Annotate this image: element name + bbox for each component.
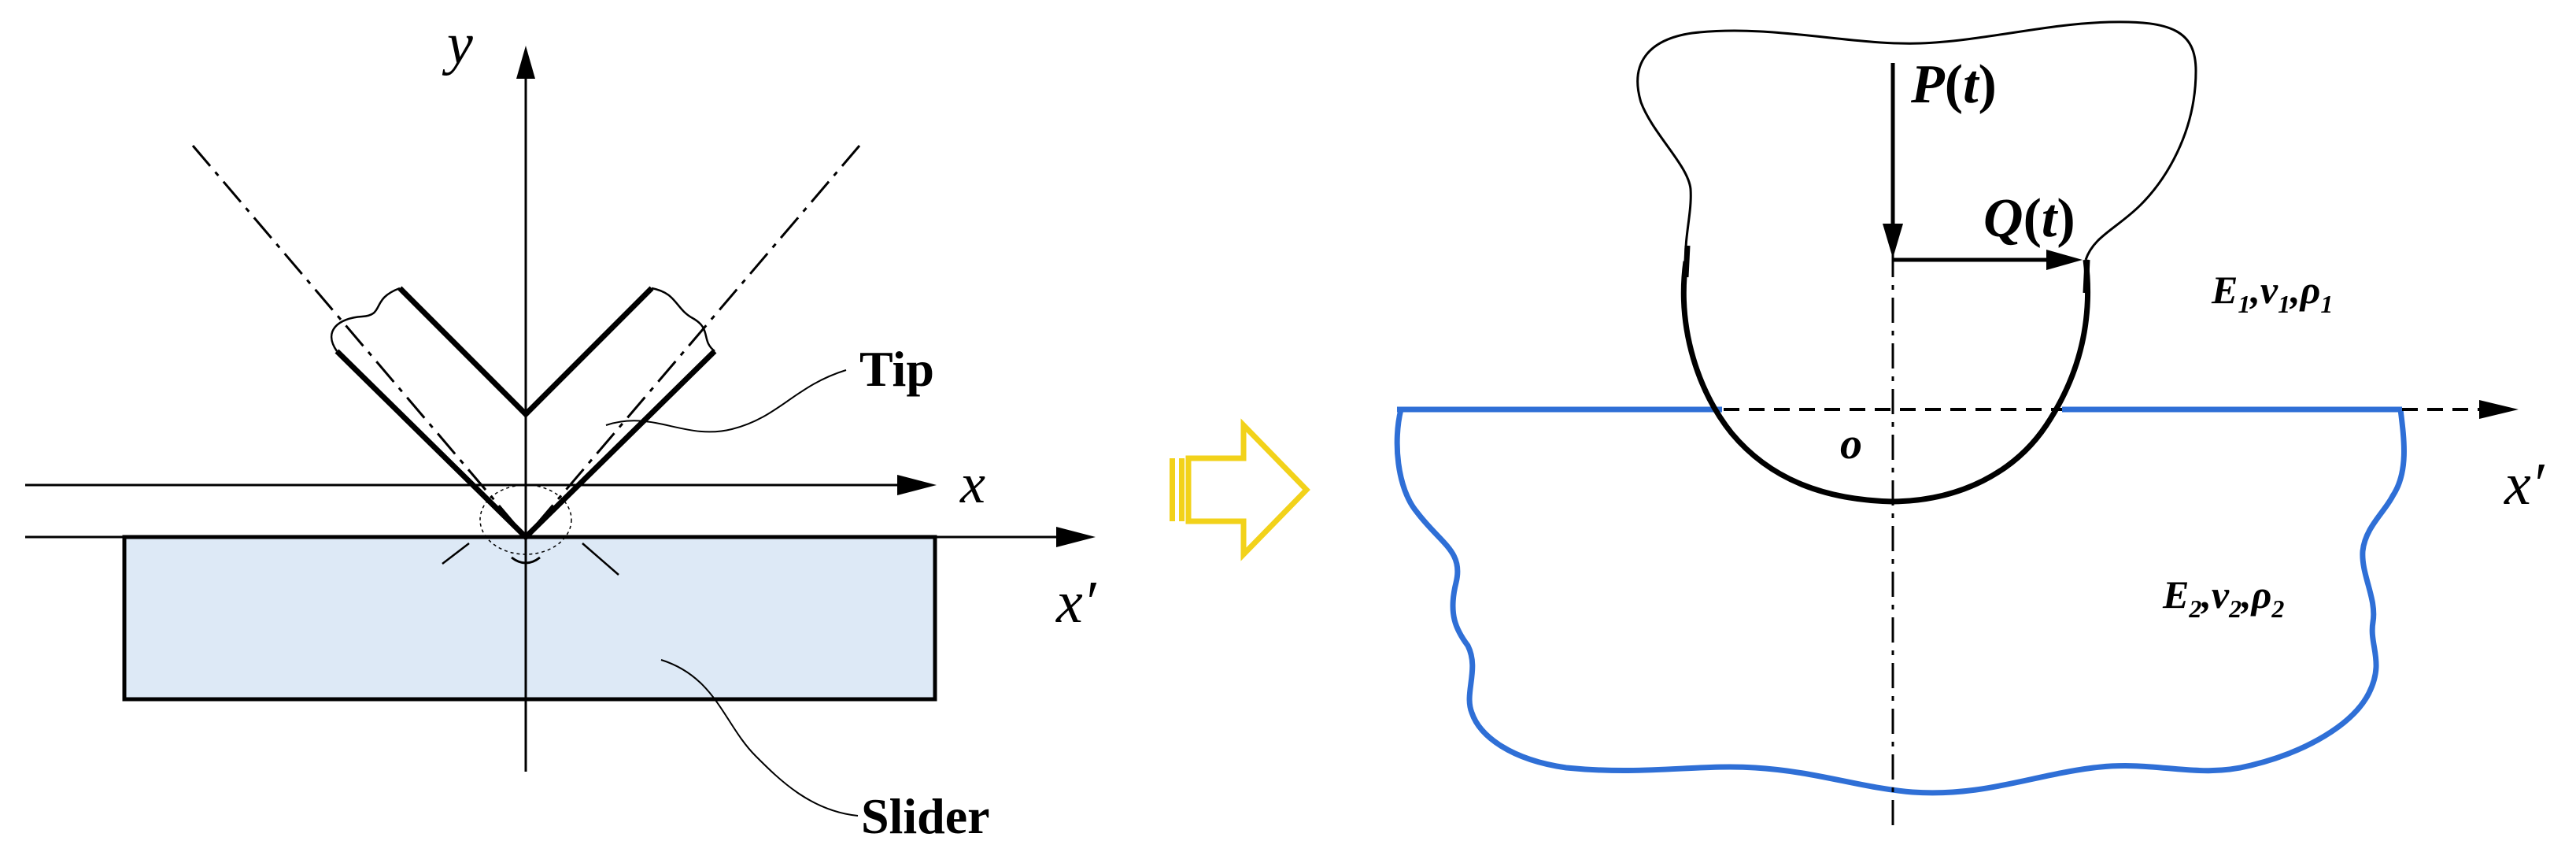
x-prime-axis-arrowhead	[1056, 527, 1096, 547]
tip-centerline-left	[191, 145, 527, 538]
upper-body-stub-left	[1683, 245, 1691, 278]
lower-body-properties: E2,v2,ρ2	[2162, 572, 2284, 623]
upper-body-stub-right	[2083, 259, 2090, 294]
right-panel: P(t) Q(t) o x′ E1,v1,ρ1 E2,v2,ρ2	[1394, 20, 2545, 831]
contact-tick-left	[442, 543, 470, 565]
x-prime-axis-label: x′	[1055, 569, 1097, 635]
substrate-outline	[1394, 409, 2407, 796]
tip-left-arm-outline	[336, 350, 527, 538]
slider-leader-line	[660, 659, 859, 817]
contact-zone-arc	[511, 556, 541, 565]
contact-zone-outline	[479, 484, 572, 555]
tip-leader-line	[605, 369, 847, 433]
tip-right-arm-break	[651, 287, 715, 352]
tip-left-arm-break	[331, 287, 401, 352]
y-axis-label: y	[442, 12, 473, 76]
normal-force-label: P(t)	[1910, 54, 1997, 115]
left-panel: y x x′ Tip Slider	[25, 12, 1097, 844]
upper-body-properties: E1,v1,ρ1	[2211, 268, 2333, 318]
upper-body-contact-arc	[1680, 259, 2091, 505]
tip-right-arm-outline	[525, 350, 715, 538]
slider-label: Slider	[861, 788, 990, 844]
tip-inner-edge	[397, 286, 654, 418]
tangential-force-arrowhead	[2046, 250, 2083, 270]
tangential-force-label: Q(t)	[1983, 188, 2075, 249]
tip-centerline-right	[524, 145, 861, 538]
y-axis-arrowhead	[516, 46, 535, 79]
tip-label: Tip	[859, 341, 934, 397]
x-axis-label: x	[959, 452, 985, 515]
transition-arrow-icon	[1170, 418, 1310, 561]
x-prime-axis-label-right: x′	[2504, 451, 2545, 517]
x-prime-axis-right-arrowhead	[2479, 400, 2519, 419]
slider-block	[122, 535, 937, 702]
upper-body-outline	[1636, 20, 2197, 262]
normal-force-arrowhead	[1883, 224, 1903, 258]
origin-label: o	[1840, 420, 1862, 469]
x-axis-arrowhead	[897, 475, 937, 495]
contact-tick-right	[582, 543, 619, 576]
